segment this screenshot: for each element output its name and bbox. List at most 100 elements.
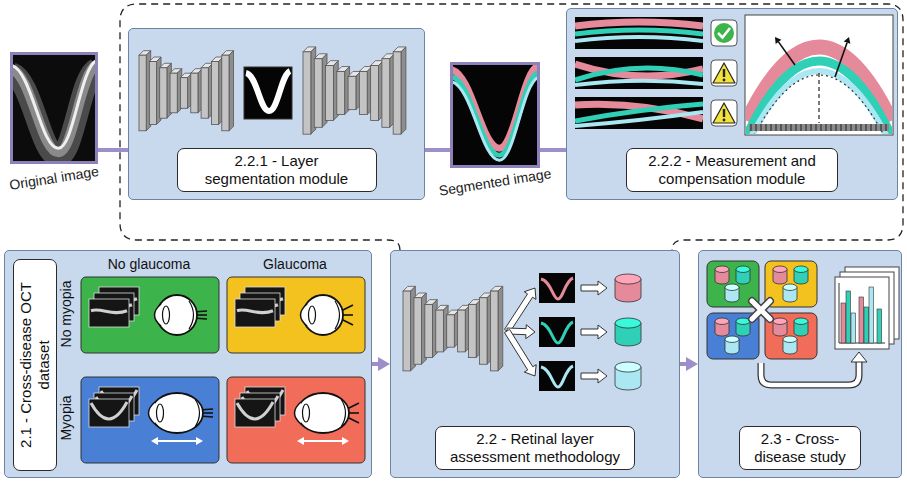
oct-thumbnail (91, 310, 127, 313)
compensation-figure (851, 124, 852, 131)
segmented-scan (452, 72, 538, 155)
check-icon (711, 20, 737, 46)
compensation-figure (786, 124, 787, 131)
compensation-figure (818, 73, 819, 123)
compensation-figure (821, 124, 822, 131)
segmented-scan (450, 62, 540, 168)
layer-thumbnail (541, 278, 573, 299)
layer-thumbnail (539, 361, 575, 391)
layer-thumbnail (541, 322, 573, 343)
database-cylinder (783, 284, 797, 290)
dataset-quadrant (227, 377, 365, 463)
layer-thumbnail (575, 97, 703, 129)
database-cylinder (773, 318, 787, 324)
dataset-quadrant (81, 277, 219, 353)
unet-icon (180, 78, 187, 109)
compensation-figure (796, 124, 797, 131)
warning-icon (713, 63, 735, 83)
database-cylinder (715, 266, 729, 272)
unet-icon (447, 315, 455, 347)
eye-drawing (295, 402, 302, 424)
database-cylinder (783, 336, 797, 354)
layer-thumbnail (539, 317, 575, 347)
unet-icon (139, 55, 146, 131)
warning-icon (711, 60, 737, 86)
thin-arrow (835, 43, 847, 77)
unet-icon (229, 51, 234, 131)
oct-image: Original image (10, 52, 98, 186)
database-cylinder (615, 318, 641, 328)
eye-drawing (301, 295, 354, 335)
database-cylinder (725, 336, 739, 342)
database-cylinder (725, 284, 739, 290)
chart-stack (877, 309, 882, 343)
eye-drawing (155, 295, 208, 335)
eye-drawing (297, 437, 349, 445)
oct-scan (12, 61, 96, 156)
layer-thumbnail (541, 278, 573, 299)
unet-icon (222, 55, 229, 131)
unet-icon (382, 59, 390, 128)
eye-drawing (155, 304, 162, 326)
chart-stack (835, 267, 899, 349)
database-cylinder (736, 318, 750, 324)
eye-drawing (157, 404, 164, 422)
eye-drawing (151, 437, 203, 445)
layer-thumbnail (539, 361, 575, 391)
database-cylinder (615, 362, 641, 372)
compensation-figure (745, 15, 893, 135)
segmented-scan (452, 77, 538, 160)
oct-illustration (450, 62, 540, 168)
layer-thumbnail (539, 317, 575, 347)
chart-stack (864, 307, 869, 343)
layer-thumbnail (541, 366, 573, 387)
unet-icon (393, 52, 401, 134)
flow-arrow (761, 361, 859, 385)
eye-drawing (163, 306, 170, 324)
database-cylinder (794, 318, 808, 336)
layer-thumbnail (575, 57, 703, 89)
eye-drawing (156, 440, 198, 442)
layer-thumbnail (575, 57, 703, 89)
unet-icon (191, 73, 198, 113)
unet-icon (425, 304, 433, 357)
compensation-figure (751, 124, 752, 131)
database-cylinder (773, 318, 787, 336)
layer-thumbnail (575, 17, 703, 49)
layer-thumbnail (575, 64, 703, 85)
chart-stack (869, 287, 874, 343)
module-label: 2.3 - Cross-disease study (739, 426, 861, 470)
compensation-figure (886, 124, 887, 131)
unet-icon (436, 310, 444, 352)
compensation-figure (846, 124, 847, 131)
oct-thumbnail (237, 310, 273, 313)
mask-image (244, 67, 292, 119)
chart-stack (851, 313, 856, 343)
unet-icon (403, 286, 503, 371)
eye-drawing (295, 393, 360, 445)
unet-icon (170, 73, 177, 113)
compensation-figure (771, 124, 772, 131)
unet-icon (139, 51, 234, 131)
dataset-quadrant (227, 277, 365, 353)
unet-icon (401, 47, 406, 134)
compensation-figure (831, 124, 832, 131)
chart-stack (841, 303, 846, 343)
flow-arrow (581, 325, 607, 339)
compensation-figure (826, 124, 827, 131)
flow-arrow (761, 352, 867, 385)
unet-icon (371, 66, 379, 121)
segmented-scan (452, 65, 538, 148)
compensation-figure (806, 124, 807, 131)
compensation-figure (761, 124, 762, 131)
unet-icon (160, 68, 167, 118)
eye-drawing (151, 393, 203, 433)
oct-scan (10, 52, 98, 164)
eye-drawing (149, 393, 214, 445)
check-icon (714, 23, 734, 43)
warning-icon (723, 79, 726, 82)
database-cylinder (783, 284, 797, 302)
unet-icon (359, 71, 367, 114)
dataset-quadrant (227, 277, 365, 353)
thin-arrow (775, 37, 795, 65)
